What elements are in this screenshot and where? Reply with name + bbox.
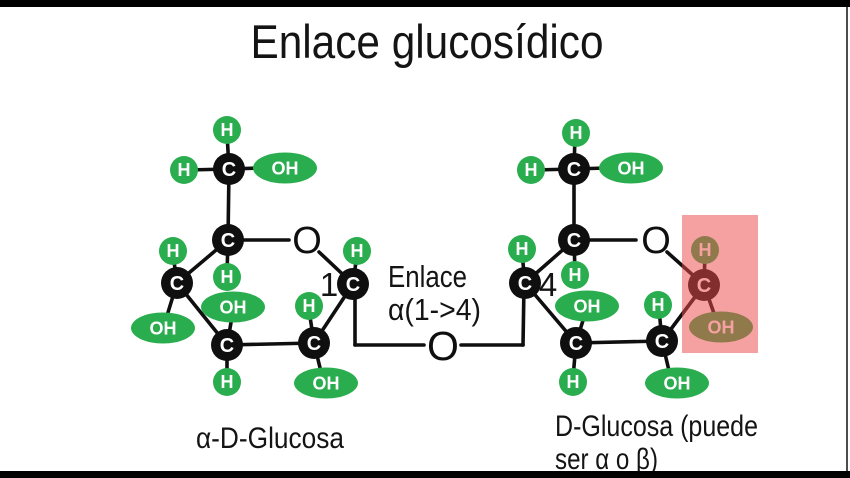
right-edge-line bbox=[846, 7, 848, 471]
hydroxyl-label: OH bbox=[574, 297, 601, 317]
hydroxyl-group bbox=[294, 367, 358, 399]
carbon-atom bbox=[337, 268, 369, 300]
carbon-label: C bbox=[170, 273, 184, 295]
hydroxyl-group bbox=[253, 152, 317, 184]
hydrogen-atom bbox=[159, 237, 187, 265]
carbon-label: C bbox=[220, 335, 234, 357]
hydrogen-label: H bbox=[178, 160, 191, 180]
hydrogen-label: H bbox=[525, 160, 538, 180]
hydrogen-atom bbox=[517, 156, 545, 184]
hydrogen-atom bbox=[295, 292, 323, 320]
ring-oxygen-left: O bbox=[292, 220, 322, 262]
hydrogen-label: H bbox=[516, 239, 529, 259]
caption-d-glucosa-line1: D-Glucosa (puede bbox=[555, 410, 758, 443]
hydroxyl-label: OH bbox=[272, 159, 299, 179]
caption-d-glucosa-line2: ser α o β) bbox=[555, 443, 658, 476]
hydroxyl-group bbox=[555, 290, 619, 322]
caption-alpha-d-glucosa: α-D-Glucosa bbox=[196, 422, 344, 455]
hydroxyl-group bbox=[201, 291, 265, 323]
carbon-atom bbox=[213, 153, 245, 185]
hydrogen-atom bbox=[213, 368, 241, 396]
carbon-label: C bbox=[567, 230, 581, 252]
hydroxyl-group bbox=[599, 152, 663, 184]
bottom-letterbox-bar bbox=[0, 471, 850, 478]
carbon-number-4: 4 bbox=[539, 266, 557, 303]
hydroxyl-label: OH bbox=[313, 374, 340, 394]
hydrogen-label: H bbox=[221, 120, 234, 140]
carbon-atom bbox=[560, 327, 592, 359]
hydrogen-atom bbox=[213, 116, 241, 144]
carbon-atom bbox=[298, 327, 330, 359]
page-title: Enlace glucosídico bbox=[251, 15, 604, 68]
anomeric-carbon-highlight bbox=[682, 215, 758, 353]
hydrogen-label: H bbox=[569, 265, 582, 285]
hydrogen-atom bbox=[559, 368, 587, 396]
carbon-atom bbox=[646, 325, 678, 357]
carbon-label: C bbox=[221, 230, 235, 252]
hydrogen-atom bbox=[644, 291, 672, 319]
hydrogen-label: H bbox=[303, 296, 316, 316]
hydroxyl-label: OH bbox=[220, 298, 247, 318]
hydroxyl-label: OH bbox=[150, 319, 177, 339]
hydrogen-atom bbox=[343, 237, 371, 265]
hydrogen-label: H bbox=[570, 123, 583, 143]
carbon-atom bbox=[211, 329, 243, 361]
carbon-label: C bbox=[655, 331, 669, 353]
carbon-label: C bbox=[569, 333, 583, 355]
carbon-number-1: 1 bbox=[320, 266, 338, 303]
carbon-label: C bbox=[346, 274, 360, 296]
top-letterbox-bar bbox=[0, 0, 850, 7]
hydrogen-atom bbox=[561, 261, 589, 289]
hydrogen-atom bbox=[508, 235, 536, 263]
carbon-label: C bbox=[567, 159, 581, 181]
hydrogen-atom bbox=[170, 156, 198, 184]
hydroxyl-group bbox=[645, 367, 709, 399]
molecule-layer: CCCCCCHHHHHHHOHOHOHOHCCCCCCHHHHHHHOHOHOH… bbox=[131, 116, 758, 399]
ring-oxygen-right: O bbox=[641, 220, 671, 262]
hydrogen-atom bbox=[213, 263, 241, 291]
glycosidic-oxygen: O bbox=[427, 323, 459, 369]
carbon-label: C bbox=[222, 159, 236, 181]
carbon-atom bbox=[558, 224, 590, 256]
carbon-atom bbox=[212, 224, 244, 256]
carbon-atom bbox=[509, 267, 541, 299]
carbon-label: C bbox=[307, 333, 321, 355]
carbon-atom bbox=[161, 267, 193, 299]
hydrogen-label: H bbox=[221, 267, 234, 287]
hydroxyl-label: OH bbox=[618, 159, 645, 179]
hydrogen-label: H bbox=[567, 372, 580, 392]
hydroxyl-label: OH bbox=[664, 374, 691, 394]
carbon-label: C bbox=[518, 273, 532, 295]
linkage-label-line2: α(1->4) bbox=[388, 292, 481, 327]
carbon-atom bbox=[558, 153, 590, 185]
hydroxyl-group bbox=[131, 312, 195, 344]
linkage-label-line1: Enlace bbox=[388, 259, 467, 294]
hydrogen-label: H bbox=[652, 295, 665, 315]
hydrogen-atom bbox=[562, 119, 590, 147]
hydrogen-label: H bbox=[351, 241, 364, 261]
hydrogen-label: H bbox=[167, 241, 180, 261]
hydrogen-label: H bbox=[221, 372, 234, 392]
